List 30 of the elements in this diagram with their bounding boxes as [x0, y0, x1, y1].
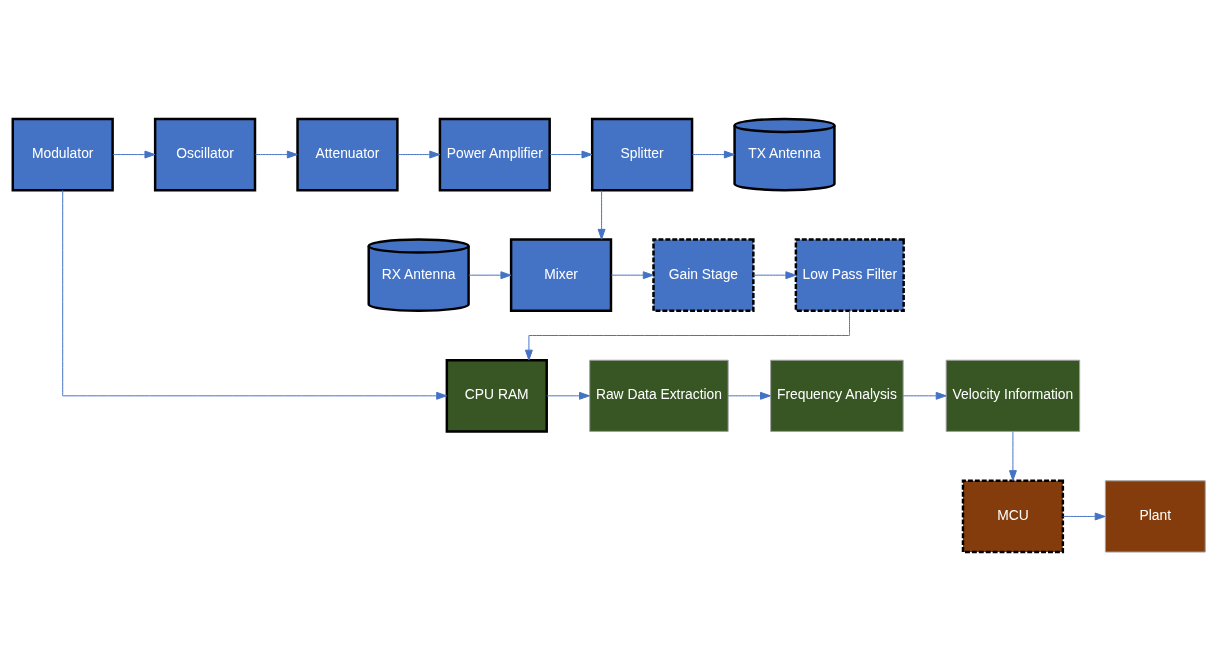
arrow — [397, 150, 441, 158]
node-box: Low Pass Filter — [794, 237, 905, 312]
node-box: Attenuator — [296, 117, 399, 191]
arrow — [1062, 512, 1106, 520]
node-box: Oscillator — [153, 117, 257, 191]
node-box: Splitter — [590, 117, 694, 191]
node-box: CPU RAM — [445, 358, 548, 433]
arrow — [468, 270, 512, 279]
arrow — [1008, 430, 1017, 481]
arrow — [524, 309, 850, 361]
arrow — [610, 270, 654, 279]
arrow — [752, 270, 797, 279]
node-box: Raw Data Extraction — [589, 359, 729, 432]
node-box: Frequency Analysis — [770, 359, 904, 432]
arrow — [727, 391, 771, 400]
arrow — [902, 391, 947, 400]
node-box: MCU — [961, 479, 1065, 553]
node-box: Plant — [1104, 479, 1206, 553]
arrow — [691, 150, 735, 158]
node-box: Power Amplifier — [438, 117, 551, 191]
arrow — [549, 150, 593, 158]
node-box: Velocity Information — [945, 359, 1081, 432]
arrow — [62, 189, 448, 400]
node-box: Gain Stage — [652, 237, 755, 312]
arrow — [546, 391, 590, 400]
arrow — [254, 150, 298, 158]
arrow — [597, 189, 606, 240]
node-box: Modulator — [11, 117, 114, 191]
node-box: Mixer — [509, 237, 613, 312]
arrow — [112, 150, 156, 158]
